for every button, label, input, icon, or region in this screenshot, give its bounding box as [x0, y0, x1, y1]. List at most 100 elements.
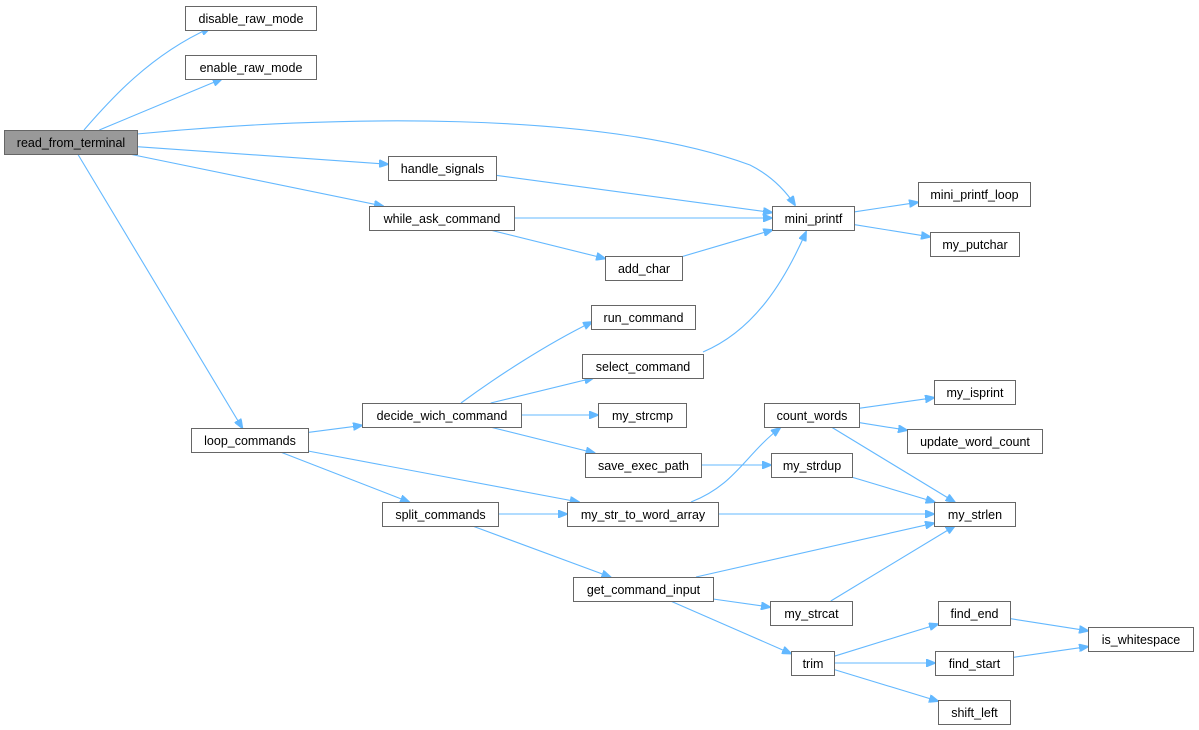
node-my-strcmp[interactable]: my_strcmp — [598, 403, 687, 428]
node-box[interactable] — [573, 577, 714, 602]
node-decide-wich-command[interactable]: decide_wich_command — [362, 403, 522, 428]
node-box[interactable] — [1088, 627, 1194, 652]
node-disable-raw-mode[interactable]: disable_raw_mode — [185, 6, 317, 31]
node-box[interactable] — [382, 502, 499, 527]
node-label: run_command — [604, 311, 684, 325]
node-box[interactable] — [764, 403, 860, 428]
node-add-char[interactable]: add_char — [605, 256, 683, 281]
edge-read_from_terminal-to-while_ask_command — [128, 153, 383, 206]
node-save-exec-path[interactable]: save_exec_path — [585, 453, 702, 478]
node-get-command-input[interactable]: get_command_input — [573, 577, 714, 602]
node-mini-printf-loop[interactable]: mini_printf_loop — [918, 182, 1031, 207]
node-label: my_str_to_word_array — [581, 508, 706, 522]
node-box[interactable] — [930, 232, 1020, 257]
edge-my_strdup-to-my_strlen — [851, 476, 934, 502]
node-box[interactable] — [591, 305, 696, 330]
node-box[interactable] — [567, 502, 719, 527]
edge-read_from_terminal-to-loop_commands — [77, 153, 243, 428]
node-read-from-terminal[interactable]: read_from_terminal — [4, 130, 138, 155]
node-box[interactable] — [369, 206, 515, 231]
call-nodes: read_from_terminal disable_raw_modeenable… — [4, 6, 1194, 725]
node-box[interactable] — [598, 403, 687, 428]
node-box[interactable] — [907, 429, 1043, 454]
node-box[interactable] — [772, 206, 855, 231]
node-box[interactable] — [585, 453, 702, 478]
node-label: decide_wich_command — [377, 409, 508, 423]
node-my-strdup[interactable]: my_strdup — [771, 453, 853, 478]
node-box[interactable] — [770, 601, 853, 626]
node-handle-signals[interactable]: handle_signals — [388, 156, 497, 181]
edge-split_commands-to-get_command_input — [472, 525, 611, 577]
node-box[interactable] — [934, 380, 1016, 405]
node-label: add_char — [618, 262, 670, 276]
node-box[interactable] — [771, 453, 853, 478]
node-box[interactable] — [938, 700, 1011, 725]
node-box[interactable] — [4, 130, 138, 155]
node-enable-raw-mode[interactable]: enable_raw_mode — [185, 55, 317, 80]
node-label: trim — [803, 657, 824, 671]
edge-decide_wich_command-to-select_command — [490, 378, 594, 404]
node-mini-printf[interactable]: mini_printf — [772, 206, 855, 231]
edge-trim-to-shift_left — [833, 668, 938, 702]
edge-count_words-to-my_isprint — [858, 398, 934, 409]
node-label: save_exec_path — [598, 459, 689, 473]
node-box[interactable] — [185, 6, 317, 31]
edge-while_ask_command-to-add_char — [489, 229, 605, 259]
node-label: is_whitespace — [1102, 633, 1181, 647]
node-label: shift_left — [951, 706, 998, 720]
node-is-whitespace[interactable]: is_whitespace — [1088, 627, 1194, 652]
node-while-ask-command[interactable]: while_ask_command — [369, 206, 515, 231]
node-split-commands[interactable]: split_commands — [382, 502, 499, 527]
node-box[interactable] — [934, 502, 1016, 527]
edge-decide_wich_command-to-save_exec_path — [489, 426, 595, 453]
edge-trim-to-find_end — [833, 624, 938, 657]
edge-find_start-to-is_whitespace — [1012, 647, 1088, 658]
node-find-start[interactable]: find_start — [935, 651, 1014, 676]
node-my-strcat[interactable]: my_strcat — [770, 601, 853, 626]
edge-get_command_input-to-my_strlen — [695, 523, 934, 578]
node-my-strlen[interactable]: my_strlen — [934, 502, 1016, 527]
node-box[interactable] — [938, 601, 1011, 626]
node-box[interactable] — [918, 182, 1031, 207]
node-find-end[interactable]: find_end — [938, 601, 1011, 626]
node-box[interactable] — [362, 403, 522, 428]
node-shift-left[interactable]: shift_left — [938, 700, 1011, 725]
node-box[interactable] — [935, 651, 1014, 676]
node-box[interactable] — [582, 354, 704, 379]
node-box[interactable] — [791, 651, 835, 676]
node-update-word-count[interactable]: update_word_count — [907, 429, 1043, 454]
edge-read_from_terminal-to-disable_raw_mode — [83, 28, 210, 131]
node-label: my_strlen — [948, 508, 1002, 522]
node-label: my_strcat — [784, 607, 839, 621]
node-label: mini_printf — [785, 212, 843, 226]
node-trim[interactable]: trim — [791, 651, 835, 676]
node-run-command[interactable]: run_command — [591, 305, 696, 330]
node-my-putchar[interactable]: my_putchar — [930, 232, 1020, 257]
call-edges — [77, 28, 1088, 702]
edge-select_command-to-mini_printf — [702, 232, 806, 353]
node-label: read_from_terminal — [17, 136, 125, 150]
node-my-isprint[interactable]: my_isprint — [934, 380, 1016, 405]
node-label: enable_raw_mode — [200, 61, 303, 75]
edge-read_from_terminal-to-handle_signals — [136, 146, 388, 165]
edge-my_str_to_word_array-to-count_words — [690, 428, 780, 503]
node-label: split_commands — [395, 508, 485, 522]
node-loop-commands[interactable]: loop_commands — [191, 428, 309, 453]
edge-loop_commands-to-decide_wich_command — [307, 425, 362, 433]
node-box[interactable] — [388, 156, 497, 181]
node-box[interactable] — [185, 55, 317, 80]
node-count-words[interactable]: count_words — [764, 403, 860, 428]
node-label: select_command — [596, 360, 691, 374]
node-box[interactable] — [191, 428, 309, 453]
edge-my_strcat-to-my_strlen — [830, 526, 955, 602]
edge-count_words-to-update_word_count — [858, 422, 907, 431]
node-my-str-to-word-array[interactable]: my_str_to_word_array — [567, 502, 719, 527]
node-label: mini_printf_loop — [930, 188, 1018, 202]
node-box[interactable] — [605, 256, 683, 281]
node-select-command[interactable]: select_command — [582, 354, 704, 379]
edge-decide_wich_command-to-run_command — [460, 322, 592, 404]
edge-get_command_input-to-trim — [670, 600, 792, 654]
edge-mini_printf-to-mini_printf_loop — [853, 202, 918, 213]
edge-add_char-to-mini_printf — [681, 230, 772, 258]
